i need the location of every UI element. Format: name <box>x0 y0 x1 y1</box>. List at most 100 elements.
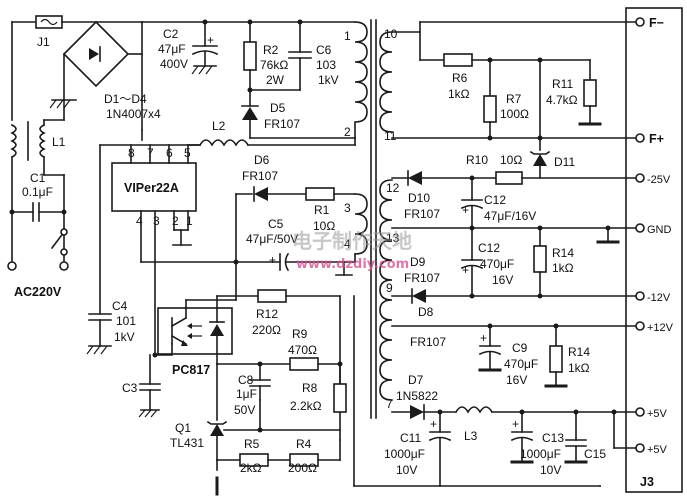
label-r5: R5 <box>244 437 260 451</box>
inductor-l2 <box>198 139 250 147</box>
label-d6: D6 <box>254 153 270 167</box>
resistor-r14a <box>533 245 547 273</box>
pin-4: 4 <box>344 237 351 251</box>
label-d5-part: FR107 <box>264 117 300 131</box>
label-r4: R4 <box>296 437 312 451</box>
label-d6-part: FR107 <box>242 169 278 183</box>
output-label-plus-5v-b: +5V <box>647 444 668 456</box>
label-j3: J3 <box>640 475 654 489</box>
svg-text:+: + <box>207 33 214 47</box>
label-c12b-value: 470μF <box>480 257 514 271</box>
resistor-r12 <box>257 289 287 303</box>
controller-section: VIPer22A 8 7 6 5 4 3 2 1 L2 C4 101 1kV <box>86 119 356 358</box>
ac-terminal-n <box>59 261 69 271</box>
label-d1-d4-part: 1N4007x4 <box>106 107 161 121</box>
transformer: 1 2 3 4 10 11 12 13 9 7 <box>344 19 400 419</box>
label-r10-value: 10Ω <box>500 153 522 167</box>
terminal-plus-5v-a <box>635 407 645 417</box>
resistor-r11 <box>583 79 597 107</box>
label-r14b-value: 1kΩ <box>568 361 590 375</box>
label-c2-value: 47μF <box>158 42 186 56</box>
label-c12b-voltage: 16V <box>492 273 513 287</box>
watermark-title: 电子制作天地 <box>292 229 412 253</box>
label-r6: R6 <box>452 71 468 85</box>
diode-d10 <box>408 171 422 185</box>
label-j1: J1 <box>37 35 50 49</box>
label-c6-value: 103 <box>316 58 336 72</box>
bridge-rectifier <box>62 20 130 88</box>
label-c1: C1 <box>30 171 46 185</box>
pin-11: 11 <box>384 129 397 143</box>
label-d7: D7 <box>408 373 424 387</box>
label-c13-value: 1000μF <box>520 447 561 461</box>
svg-text:+: + <box>480 331 487 345</box>
label-c8-value: 1μF <box>236 387 257 401</box>
diode-d9 <box>412 289 426 303</box>
pin-1: 1 <box>344 29 351 43</box>
label-r9-value: 470Ω <box>288 343 317 357</box>
label-c1-value: 0.1μF <box>22 185 53 199</box>
svg-text:+: + <box>462 203 469 217</box>
ic-viper22a <box>111 162 197 212</box>
watermark-url: www.dzdiy.com <box>296 257 409 272</box>
label-c6: C6 <box>316 43 332 57</box>
pin-12: 12 <box>386 181 400 195</box>
secondary-12v-section: D8 FR107 + C9 470μF 16V R14 1kΩ <box>391 305 641 388</box>
label-c2-voltage: 400V <box>160 57 188 71</box>
terminal-plus-12v <box>635 321 645 331</box>
label-r2: R2 <box>263 43 279 57</box>
diode-d7 <box>410 405 424 419</box>
label-c3: C3 <box>122 381 138 395</box>
label-c4-value: 101 <box>116 314 136 328</box>
resistor-r14b <box>549 345 563 373</box>
label-c8-voltage: 50V <box>234 403 255 417</box>
output-label-f-minus: F− <box>649 16 664 30</box>
diode-d6 <box>254 187 268 201</box>
label-c9-value: 470μF <box>504 357 538 371</box>
label-r12: R12 <box>256 307 278 321</box>
terminal-minus-12v <box>635 291 645 301</box>
label-r1: R1 <box>314 203 330 217</box>
label-r7: R7 <box>506 92 522 106</box>
resistor-r7 <box>483 95 497 123</box>
resistor-r2 <box>243 41 257 71</box>
pin-10: 10 <box>384 27 398 41</box>
label-r4-value: 200Ω <box>288 461 317 475</box>
opto-led <box>210 324 224 336</box>
terminal-f-minus <box>635 17 645 27</box>
feedback-section: PC817 C3 R12 220Ω R9 470Ω <box>122 261 601 496</box>
label-c9: C9 <box>512 341 528 355</box>
terminal-f-plus <box>635 133 645 143</box>
label-c9-voltage: 16V <box>506 373 527 387</box>
label-c5: C5 <box>268 217 284 231</box>
svg-text:+: + <box>269 253 276 267</box>
pin-3: 3 <box>344 201 351 215</box>
label-r14a: R14 <box>552 246 574 260</box>
resistor-r10 <box>495 171 523 185</box>
label-r11: R11 <box>552 77 573 91</box>
output-label-plus-12v: +12V <box>647 322 674 334</box>
resistor-r6 <box>443 53 473 67</box>
label-r12-value: 220Ω <box>252 323 281 337</box>
label-c11-value: 1000μF <box>384 447 425 461</box>
inductor-l3 <box>454 406 494 414</box>
label-ic: VIPer22A <box>124 181 179 195</box>
secondary-winding-f <box>379 31 393 133</box>
secondary-25v-section: D10 FR107 R10 10Ω + C12 47μF/16V + C12 4… <box>391 153 641 304</box>
label-d9-part: FR107 <box>404 271 440 285</box>
label-q1: Q1 <box>175 421 191 435</box>
output-label-minus-12v: -12V <box>647 292 671 304</box>
label-c12a-value: 47μF/16V <box>484 209 536 223</box>
label-d10-part: FR107 <box>404 207 440 221</box>
label-r2-value: 76kΩ <box>260 58 288 72</box>
ac-terminal-l <box>7 261 17 271</box>
label-r8-value: 2.2kΩ <box>290 399 322 413</box>
watermark: 电子制作天地 www.dzdiy.com <box>292 229 412 272</box>
label-r14a-value: 1kΩ <box>552 261 574 275</box>
svg-text:+: + <box>512 417 519 431</box>
label-r7-value: 100Ω <box>500 107 529 121</box>
label-l1: L1 <box>52 135 66 149</box>
ic-pin-3: 3 <box>153 214 160 228</box>
label-c12b: C12 <box>478 241 500 255</box>
secondary-winding-main <box>379 179 393 401</box>
